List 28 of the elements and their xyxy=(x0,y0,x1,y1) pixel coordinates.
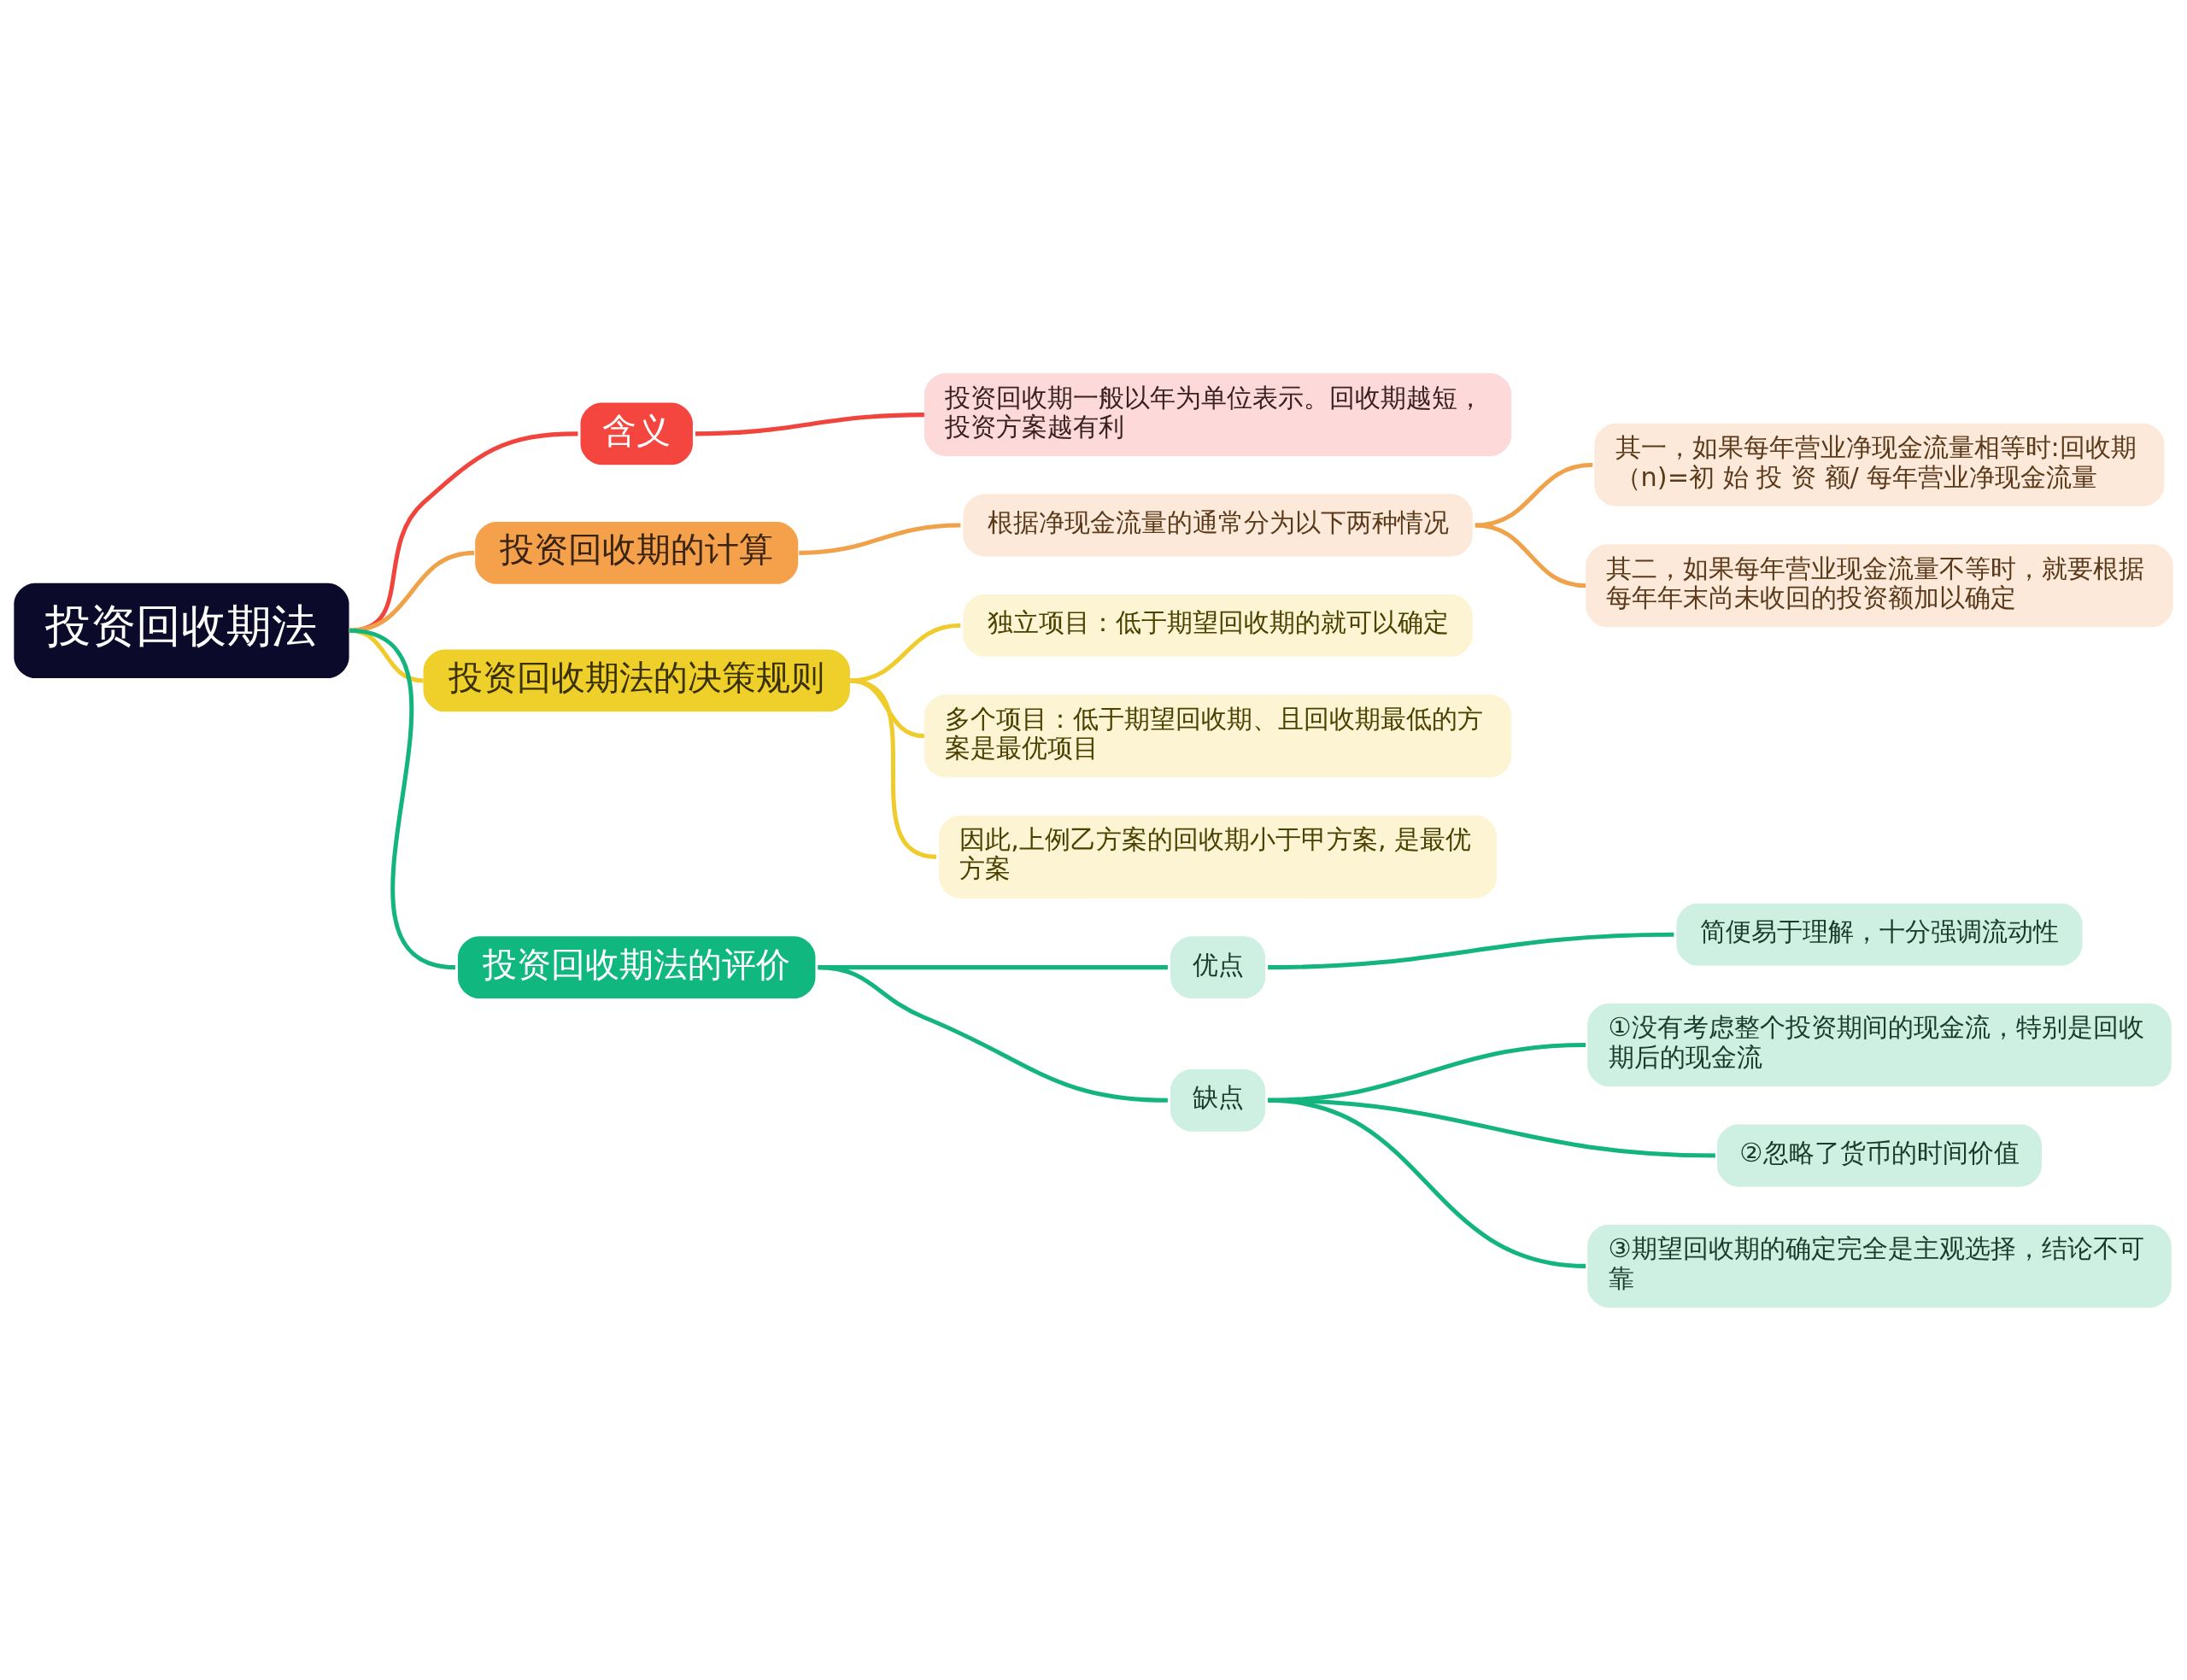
node-box: 投资回收期法的决策规则 xyxy=(423,649,850,711)
node-box: 其一，如果每年营业净现金流量相等时:回收期（n)=初 始 投 资 额/ 每年营业净现金流量 xyxy=(1594,423,2165,506)
node-box: ②忽略了货币的时间价值 xyxy=(1716,1124,2042,1186)
node-box: 根据净现金流量的通常分为以下两种情况 xyxy=(963,494,1473,556)
node-box: 因此,上例乙方案的回收期小于甲方案, 是最优方案 xyxy=(939,815,1498,899)
connector xyxy=(1475,462,1593,528)
node-box: 独立项目：低于期望回收期的就可以确定 xyxy=(963,594,1473,657)
connector xyxy=(818,964,1168,1103)
connector xyxy=(695,412,924,436)
node-box: 简便易于理解，十分强调流动性 xyxy=(1676,903,2083,966)
connector xyxy=(799,523,961,555)
connector xyxy=(1268,932,1674,969)
node-box: 投资回收期一般以年为单位表示。回收期越短，投资方案越有利 xyxy=(923,372,1512,456)
node-box: 含义 xyxy=(580,401,693,465)
connector xyxy=(349,628,456,969)
connector xyxy=(1475,523,1586,588)
node-box: 投资回收期法的评价 xyxy=(457,935,816,998)
node-box: ①没有考虑整个投资期间的现金流，特别是回收期后的现金流 xyxy=(1587,1003,2172,1086)
node-box: 优点 xyxy=(1170,935,1266,998)
connector xyxy=(849,623,961,682)
node-box: 多个项目：低于期望回收期、且回收期最低的方案是最优项目 xyxy=(923,694,1512,777)
connector xyxy=(849,678,937,859)
connector xyxy=(1268,1098,1586,1268)
node-box: ③期望回收期的确定完全是主观选择，结论不可靠 xyxy=(1587,1224,2172,1308)
node-box: 投资回收期法 xyxy=(14,582,349,678)
node-box: 投资回收期的计算 xyxy=(475,521,799,584)
node-box: 缺点 xyxy=(1170,1068,1266,1132)
node-box: 其二，如果每年营业现金流量不等时，就要根据每年年末尚未收回的投资额加以确定 xyxy=(1586,543,2173,627)
